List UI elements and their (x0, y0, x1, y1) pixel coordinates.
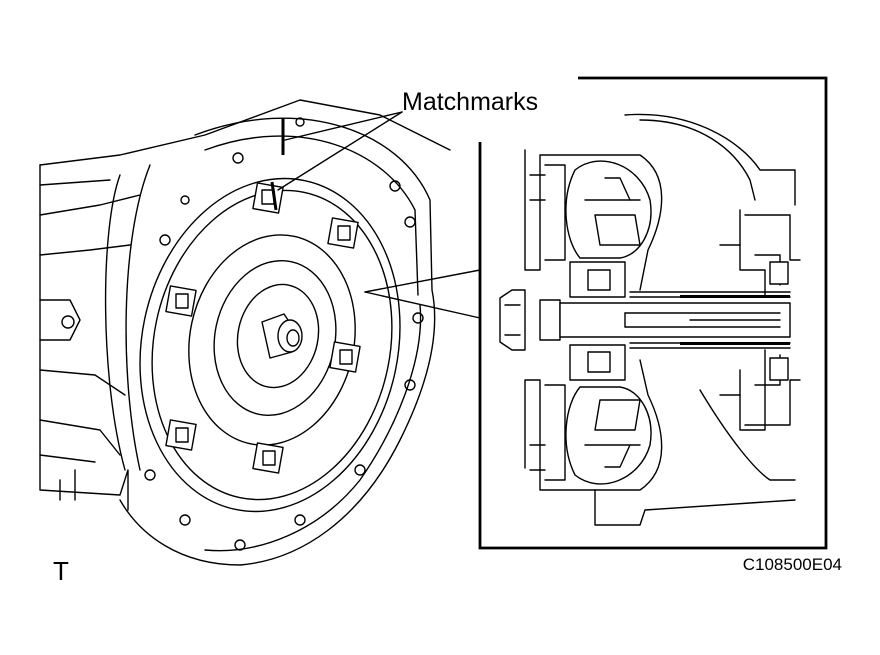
converter-cross-section (499, 113, 801, 526)
drive-lug (252, 182, 284, 214)
drive-lug (327, 217, 359, 249)
transmission-housing (39, 99, 451, 566)
flange-bolt-holes (144, 117, 424, 551)
view-code-label: T (53, 556, 69, 586)
drive-lug (165, 285, 197, 317)
converter-hub (261, 313, 303, 359)
drive-lug (329, 341, 361, 373)
drive-lug (165, 419, 197, 451)
figure-id-label: C108500E04 (743, 555, 842, 574)
matchmark-converter (270, 181, 278, 211)
matchmarks-leader-lines (277, 111, 403, 191)
drive-lug (252, 442, 284, 474)
detail-box-frame (364, 76, 828, 550)
matchmarks-label: Matchmarks (402, 88, 538, 116)
